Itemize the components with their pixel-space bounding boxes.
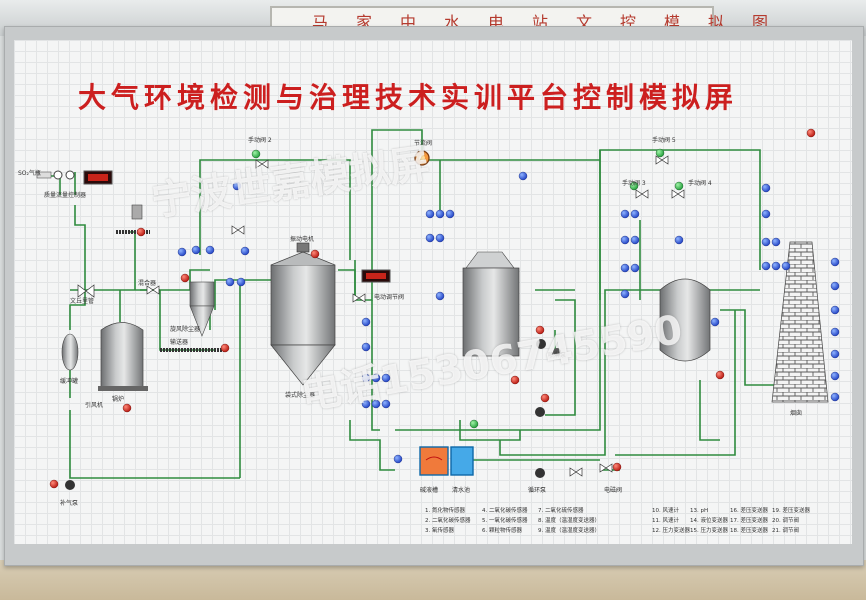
label-stack: 烟囱 bbox=[790, 410, 803, 417]
cyclone bbox=[160, 281, 225, 352]
label-spray-pump: 喷淋泵 bbox=[548, 352, 567, 359]
legend-col-6: 16. 差压变送器 17. 差压变送器 18. 差压变送器 bbox=[730, 506, 768, 536]
label-clear-tank: 清水池 bbox=[452, 487, 471, 494]
label-mfc: 质量流量控制器 bbox=[44, 192, 87, 199]
legend-item: 20. 调节阀 bbox=[772, 518, 799, 524]
buffer-tank bbox=[61, 333, 79, 371]
legend-item: 1. 氮化物传感器 bbox=[425, 508, 465, 514]
legend-item: 6. 颗粒物传感器 bbox=[482, 528, 522, 534]
label-so2-input: SO₂气瓶 bbox=[18, 170, 41, 177]
label-flue-fan: 引风机 bbox=[85, 402, 104, 409]
legend-item: 2. 二氧化碳传感器 bbox=[425, 518, 471, 524]
legend-item: 21. 调节阀 bbox=[772, 528, 799, 534]
legend-item: 9. 温度（温湿度变送器） bbox=[538, 528, 600, 534]
legend-item: 5. 一氧化碳传感器 bbox=[482, 518, 528, 524]
legend-item: 17. 差压变送器 bbox=[730, 518, 768, 524]
feeder bbox=[116, 204, 150, 234]
legend-item: 15. 压力变送器 bbox=[690, 528, 728, 534]
legend-col-5: 13. pH 14. 液位变送器 15. 压力变送器 bbox=[690, 506, 728, 536]
legend-item: 13. pH bbox=[690, 508, 709, 514]
legend-col-4: 10. 风速计 11. 风速计 12. 压力变送器 bbox=[652, 506, 690, 536]
label-flow-valve: 节流阀 bbox=[414, 140, 433, 147]
spray-tower bbox=[462, 251, 520, 357]
label-buffer: 缓冲罐 bbox=[60, 378, 79, 385]
floor bbox=[0, 560, 866, 600]
legend-item: 14. 液位变送器 bbox=[690, 518, 728, 524]
chimney-stack bbox=[771, 241, 829, 403]
legend-item: 8. 温度（温湿度变送器） bbox=[538, 518, 600, 524]
label-conveyor: 输送器 bbox=[170, 339, 189, 346]
gas-inlet bbox=[36, 170, 113, 185]
label-manual-valve-3: 手动阀 3 bbox=[622, 180, 646, 187]
label-boiler: 锅炉 bbox=[112, 396, 125, 403]
legend-col-1: 1. 氮化物传感器 2. 二氧化碳传感器 3. 氧传感器 bbox=[425, 506, 471, 536]
sensor-lamps bbox=[177, 171, 840, 464]
label-manual-valve-2: 手动阀 2 bbox=[248, 137, 272, 144]
pumps bbox=[65, 339, 561, 490]
legend-item: 18. 差压变送器 bbox=[730, 528, 768, 534]
label-circ-pump: 循环泵 bbox=[528, 487, 547, 494]
alarm-lamps bbox=[49, 128, 816, 489]
legend-col-3: 7. 二氧化硫传感器 8. 温度（温湿度变送器） 9. 温度（温湿度变送器） bbox=[538, 506, 600, 536]
boiler bbox=[98, 322, 148, 391]
label-elec-valve: 电磁阀 bbox=[604, 487, 623, 494]
liquid-tanks bbox=[419, 446, 474, 476]
legend-item: 10. 风速计 bbox=[652, 508, 679, 514]
label-recirc-fan: 补气泵 bbox=[60, 500, 79, 507]
label-manual-valve-4: 手动阀 4 bbox=[688, 180, 712, 187]
legend-col-2: 4. 二氧化碳传感器 5. 一氧化碳传感器 6. 颗粒物传感器 bbox=[482, 506, 528, 536]
label-cyclone: 旋风除尘器 bbox=[170, 326, 201, 333]
label-mixer-box: 混合器 bbox=[138, 280, 157, 287]
legend-item: 7. 二氧化硫传感器 bbox=[538, 508, 584, 514]
valves bbox=[146, 155, 685, 477]
legend-item: 16. 差压变送器 bbox=[730, 508, 768, 514]
status-lamps-green bbox=[251, 148, 684, 429]
absorption-tower bbox=[659, 278, 711, 362]
label-manual-valve-5: 手动阀 5 bbox=[652, 137, 676, 144]
label-regulator: 电动调节阀 bbox=[374, 294, 405, 301]
label-venturi: 文丘里管 bbox=[70, 298, 95, 305]
board-title: 大气环境检测与治理技术实训平台控制模拟屏 bbox=[78, 81, 739, 114]
venturi-valve bbox=[77, 284, 95, 298]
legend-item: 11. 风速计 bbox=[652, 518, 679, 524]
legend-col-7: 19. 差压变送器 20. 调节阀 21. 调节阀 bbox=[772, 506, 810, 536]
legend-item: 4. 二氧化碳传感器 bbox=[482, 508, 528, 514]
label-alkali-tank: 碱液槽 bbox=[420, 487, 439, 494]
legend-item: 19. 差压变送器 bbox=[772, 508, 810, 514]
bag-filter bbox=[270, 251, 336, 386]
legend-item: 12. 压力变送器 bbox=[652, 528, 690, 534]
legend-item: 3. 氧传感器 bbox=[425, 528, 454, 534]
label-bag-filter: 袋式除尘器 bbox=[285, 392, 316, 399]
label-vibrator: 振动电机 bbox=[290, 236, 315, 243]
